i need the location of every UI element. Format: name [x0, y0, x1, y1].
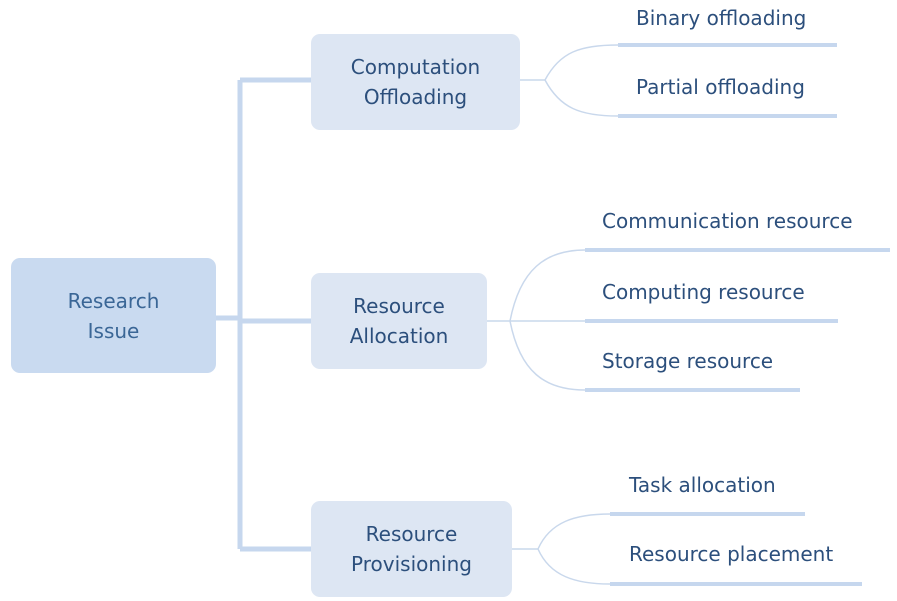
- trunk-connectors: [216, 77, 312, 552]
- root-node-line-2: Issue: [87, 318, 140, 343]
- root-node-line-1: Research: [67, 288, 160, 313]
- root-node-research-issue: Research Issue: [11, 258, 216, 373]
- branch-node-line-1: Resource: [353, 294, 445, 318]
- leaf-partial-offloading: Partial offloading: [636, 75, 805, 99]
- branch-node-line-2: Offloading: [363, 85, 468, 109]
- branch-node-resource-allocation: Resource Allocation: [311, 273, 487, 369]
- branch-node-resource-provisioning: Resource Provisioning: [311, 501, 512, 597]
- branch-node-computation-offloading: Computation Offloading: [311, 34, 520, 130]
- branch-node-line-1: Resource: [365, 522, 458, 546]
- branch-node-line-2: Allocation: [349, 324, 449, 348]
- branch-3-leaf-underlines: [610, 512, 862, 586]
- branch-node-line-2: Provisioning: [351, 552, 472, 576]
- branch-2-leaf-connectors: [487, 249, 586, 391]
- leaf-communication-resource: Communication resource: [602, 209, 853, 233]
- branch-3-leaf-connectors: [512, 513, 611, 585]
- leaf-task-allocation: Task allocation: [629, 473, 776, 497]
- leaf-binary-offloading: Binary offloading: [636, 6, 807, 30]
- branch-2-leaf-underlines: [585, 248, 890, 392]
- branch-1-leaf-connectors: [520, 44, 619, 117]
- leaf-resource-placement: Resource placement: [629, 542, 834, 566]
- branch-node-line-1: Computation: [350, 55, 481, 79]
- leaf-storage-resource: Storage resource: [602, 349, 774, 373]
- leaf-computing-resource: Computing resource: [602, 280, 805, 304]
- branch-1-leaf-underlines: [618, 43, 837, 118]
